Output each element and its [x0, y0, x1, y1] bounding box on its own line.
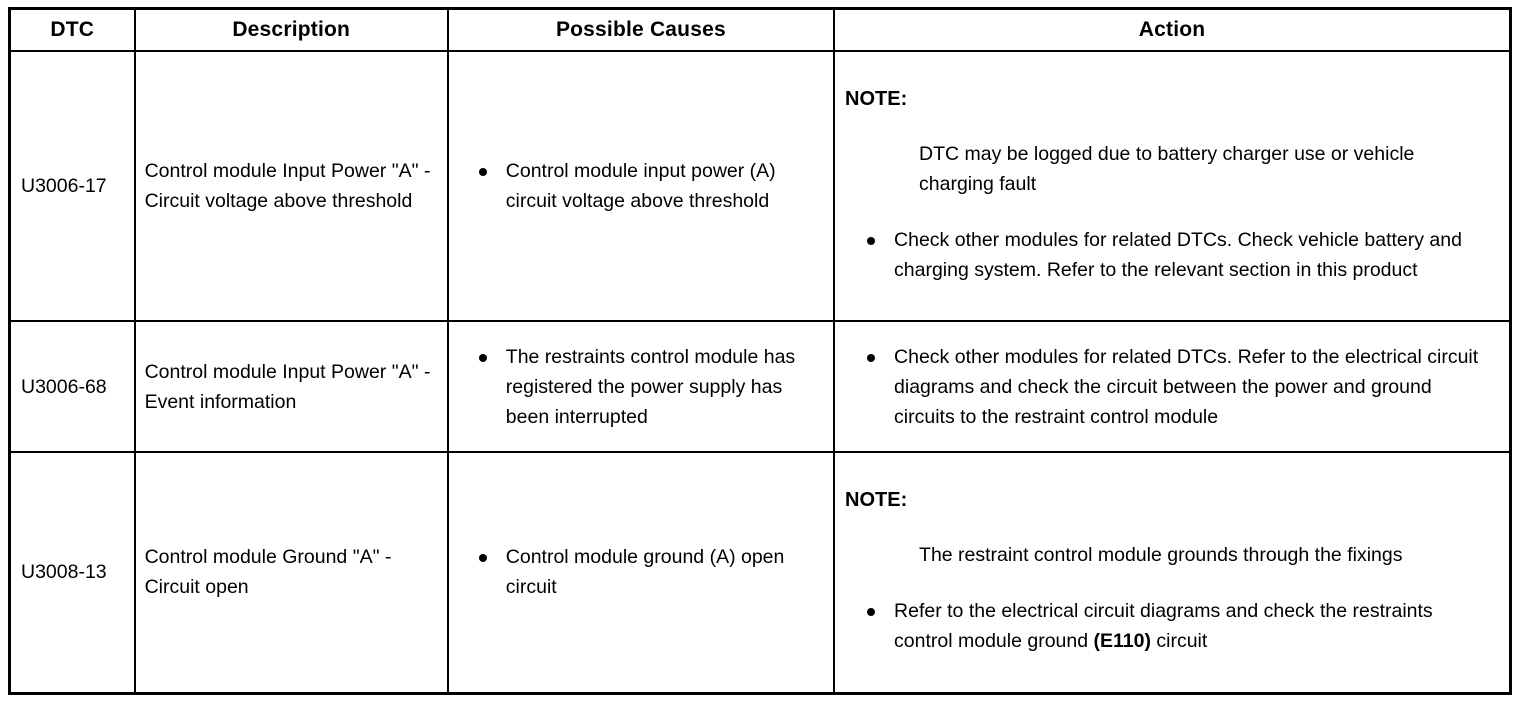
spacer [841, 570, 1495, 596]
cell-action: Check other modules for related DTCs. Re… [833, 320, 1512, 453]
cell-dtc: U3006-17 [8, 50, 136, 322]
list-item: The restraints control module has regist… [475, 342, 823, 432]
table-header: DTC Description Possible Causes Action [8, 7, 1512, 52]
dtc-code-value: U3006-68 [21, 375, 107, 398]
note-label: NOTE: [845, 489, 908, 512]
list-item: Control module input power (A) circuit v… [475, 156, 823, 216]
bullet-icon [478, 353, 487, 362]
ground-reference-code: (E110) [1093, 630, 1151, 653]
bullet-icon [478, 554, 487, 563]
column-header-action: Action [833, 7, 1512, 52]
action-content: NOTE: The restraint control module groun… [835, 478, 1509, 666]
note-text: DTC may be logged due to battery charger… [919, 143, 1415, 195]
description-text: Control module Input Power "A" - Event i… [144, 360, 431, 413]
description-text: Control module Input Power "A" - Circuit… [144, 160, 431, 212]
spacer [841, 199, 1495, 225]
cell-dtc: U3006-68 [8, 320, 136, 453]
cause-text: Control module ground (A) open circuit [505, 546, 785, 599]
dtc-code-value: U3006-17 [21, 175, 107, 197]
action-list: Check other modules for related DTCs. Re… [841, 342, 1495, 432]
action-content: NOTE: DTC may be logged due to battery c… [835, 77, 1509, 295]
table-row: U3006-68 Control module Input Power "A" … [8, 320, 1512, 453]
possible-causes-list: Control module input power (A) circuit v… [449, 156, 833, 216]
table-row: U3006-17 Control module Input Power "A" … [8, 50, 1512, 322]
possible-causes-list: The restraints control module has regist… [449, 342, 833, 432]
note-text: The restraint control module grounds thr… [919, 544, 1403, 567]
list-item: Refer to the electrical circuit diagrams… [863, 596, 1485, 656]
cell-possible-causes: Control module ground (A) open circuit [446, 451, 836, 694]
table-row: U3008-13 Control module Ground "A" - Cir… [8, 451, 1512, 694]
cell-description: Control module Input Power "A" - Event i… [133, 320, 449, 453]
note-label: NOTE: [845, 88, 908, 110]
action-text: Check other modules for related DTCs. Re… [894, 345, 1479, 428]
dtc-code-value: U3008-13 [21, 561, 107, 584]
cause-text: Control module input power (A) circuit v… [505, 160, 776, 212]
list-item: Check other modules for related DTCs. Re… [863, 342, 1481, 432]
action-list: Refer to the electrical circuit diagrams… [841, 596, 1495, 656]
cause-text: The restraints control module has regist… [505, 345, 796, 428]
dtc-diagnostic-table: DTC Description Possible Causes Action U… [8, 7, 1512, 695]
list-item: Control module ground (A) open circuit [475, 542, 823, 602]
cell-possible-causes: Control module input power (A) circuit v… [446, 50, 836, 322]
cell-action: NOTE: DTC may be logged due to battery c… [833, 50, 1512, 322]
action-text: Refer to the electrical circuit diagrams… [894, 600, 1433, 653]
list-item: Check other modules for related DTCs. Ch… [863, 225, 1485, 285]
cell-action: NOTE: The restraint control module groun… [833, 451, 1512, 694]
bullet-icon [867, 353, 876, 362]
column-header-possible-causes: Possible Causes [446, 7, 836, 52]
bullet-icon [867, 608, 876, 617]
bullet-icon [478, 168, 487, 176]
action-list: Check other modules for related DTCs. Ch… [841, 225, 1495, 285]
action-content: Check other modules for related DTCs. Re… [835, 342, 1509, 432]
possible-causes-list: Control module ground (A) open circuit [449, 542, 833, 602]
description-text: Control module Ground "A" - Circuit open [144, 546, 392, 599]
column-header-description: Description [133, 7, 449, 52]
cell-description: Control module Ground "A" - Circuit open [133, 451, 449, 694]
bullet-icon [867, 237, 876, 245]
table-body: U3006-17 Control module Input Power "A" … [8, 50, 1512, 694]
column-header-dtc: DTC [8, 7, 136, 52]
action-text: Check other modules for related DTCs. Ch… [894, 229, 1462, 281]
cell-possible-causes: The restraints control module has regist… [446, 320, 836, 453]
cell-dtc: U3008-13 [8, 451, 136, 694]
cell-description: Control module Input Power "A" - Circuit… [133, 50, 449, 322]
header-row: DTC Description Possible Causes Action [8, 7, 1512, 52]
